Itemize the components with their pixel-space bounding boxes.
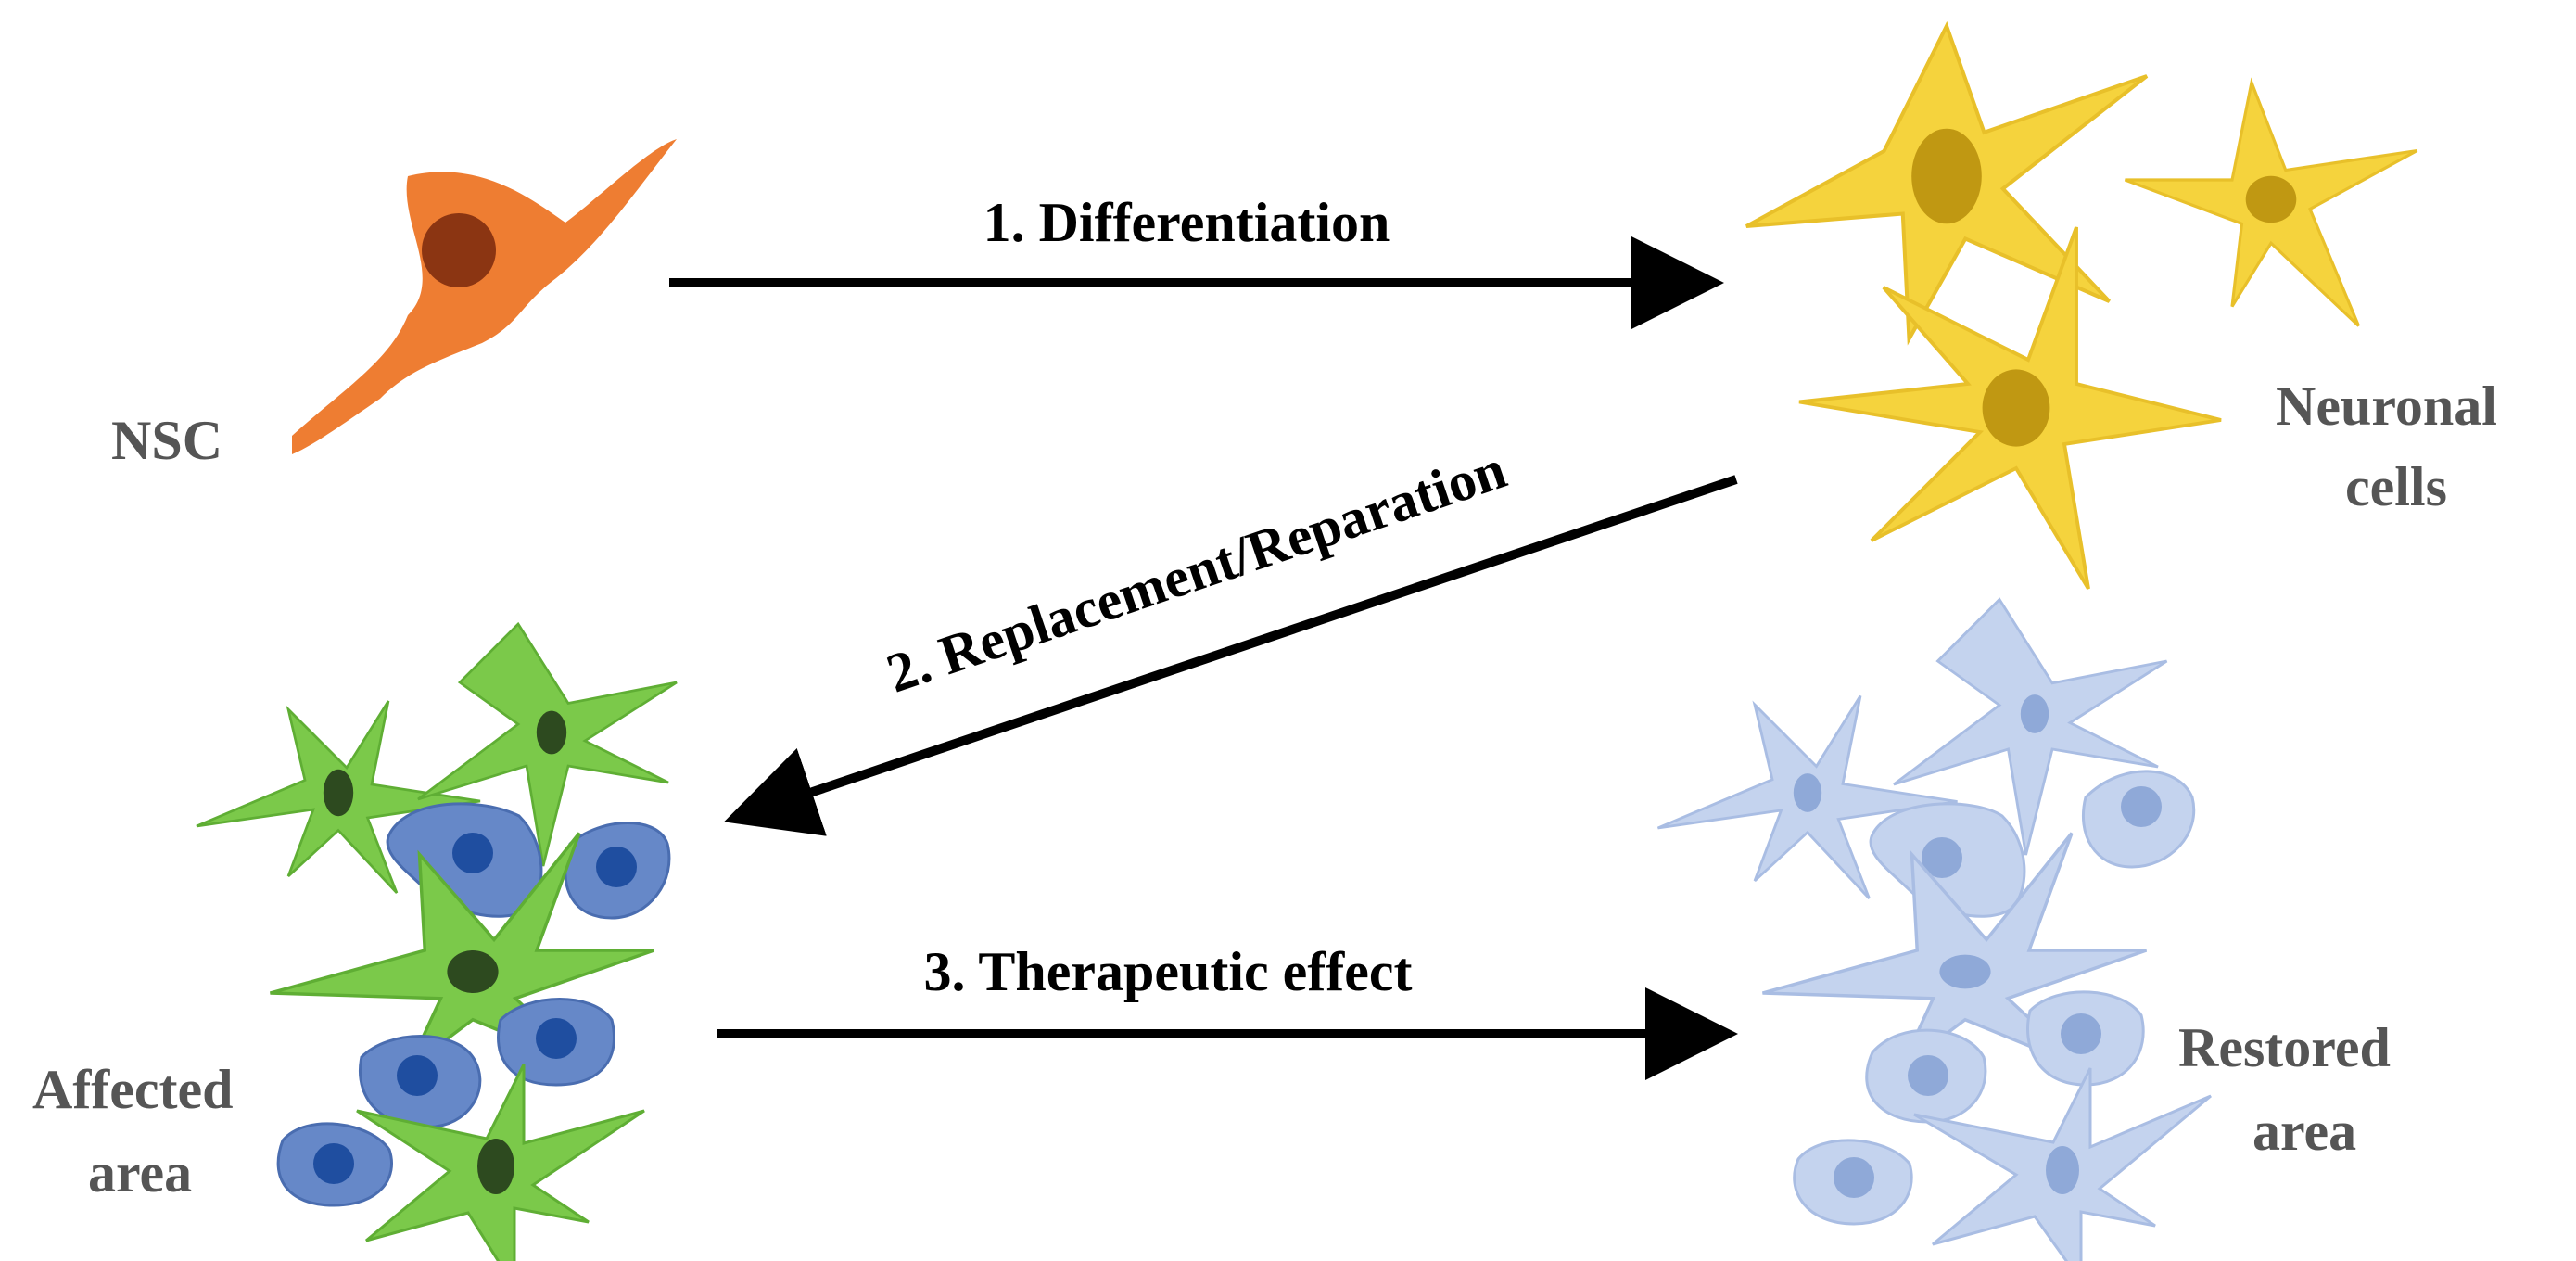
arrow-replacement: [724, 475, 1738, 836]
affected-cell-3: [359, 1035, 482, 1129]
restored-area-node: Restored area: [1656, 597, 2391, 1261]
step-2: 2. Replacement/Reparation: [724, 439, 1738, 836]
affected-cell-1: [386, 802, 543, 918]
affected-neuron-2: [417, 621, 678, 867]
step-1-label: 1. Differentiation: [983, 192, 1390, 253]
nsc-label: NSC: [111, 410, 222, 471]
step-3-label: 3. Therapeutic effect: [923, 941, 1412, 1002]
neuronal-cells-node: Neuronal cells: [1745, 20, 2497, 591]
affected-area-label-line1: Affected: [32, 1059, 234, 1120]
affected-cell-4: [497, 998, 615, 1087]
affected-area-node: Affected area: [32, 621, 678, 1261]
restored-cell-5: [1793, 1139, 1913, 1226]
affected-neuron-1: [196, 700, 481, 894]
step-1: 1. Differentiation: [669, 192, 1724, 329]
restored-cell-2: [2081, 770, 2196, 869]
restored-neuron-1: [1656, 694, 1958, 899]
neuron-yellow-2: [2124, 77, 2418, 327]
neuron-yellow-3: [1798, 226, 2222, 591]
restored-neuron-2: [1893, 597, 2168, 856]
affected-area-label-line2: area: [88, 1142, 192, 1204]
neuronal-cells-label-line2: cells: [2345, 456, 2447, 517]
nsc-cell-body: [292, 139, 677, 454]
restored-area-label-line1: Restored: [2178, 1017, 2391, 1078]
affected-cell-2: [564, 822, 671, 920]
nsc-nucleus: [422, 213, 496, 287]
neuronal-cells-label-line1: Neuronal: [2276, 376, 2497, 437]
nsc-node: NSC: [111, 139, 677, 471]
restored-neuron-4: [1913, 1067, 2212, 1261]
neuron-yellow-1: [1745, 20, 2149, 346]
step-3: 3. Therapeutic effect: [717, 941, 1738, 1080]
restored-area-label-line2: area: [2252, 1101, 2356, 1162]
restored-cell-3: [1865, 1028, 1987, 1124]
affected-cell-5: [276, 1122, 393, 1207]
restored-cell-4: [2026, 990, 2145, 1087]
affected-neuron-4: [356, 1064, 645, 1261]
